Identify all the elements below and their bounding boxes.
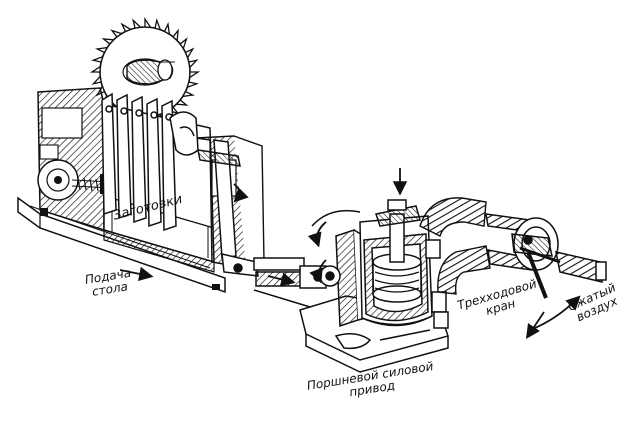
saw-tooth xyxy=(179,37,188,50)
saw-tooth xyxy=(184,47,195,60)
air-hoses xyxy=(419,197,491,295)
saw-tooth xyxy=(188,59,199,69)
workpieces-group xyxy=(101,92,199,232)
saw-tooth xyxy=(172,28,179,42)
saw-tooth xyxy=(188,71,201,79)
saw-tooth xyxy=(144,16,152,29)
piston-drive xyxy=(299,199,449,373)
saw-tooth xyxy=(154,18,162,31)
saw-tooth xyxy=(89,65,102,73)
direction-arrow-icon xyxy=(119,168,581,339)
three-way-valve xyxy=(485,213,607,299)
saw-tooth xyxy=(132,18,142,29)
saw-tooth xyxy=(91,75,102,85)
saw-tooth xyxy=(186,81,199,89)
saw-tooth xyxy=(95,46,109,54)
saw-tooth xyxy=(110,29,123,38)
saw-tooth xyxy=(120,22,133,33)
saw-tooth xyxy=(91,55,104,63)
saw-tooth xyxy=(101,38,115,45)
saw-tooth xyxy=(181,90,195,98)
saw-tooth xyxy=(175,99,189,106)
saw-tooth xyxy=(163,22,171,36)
